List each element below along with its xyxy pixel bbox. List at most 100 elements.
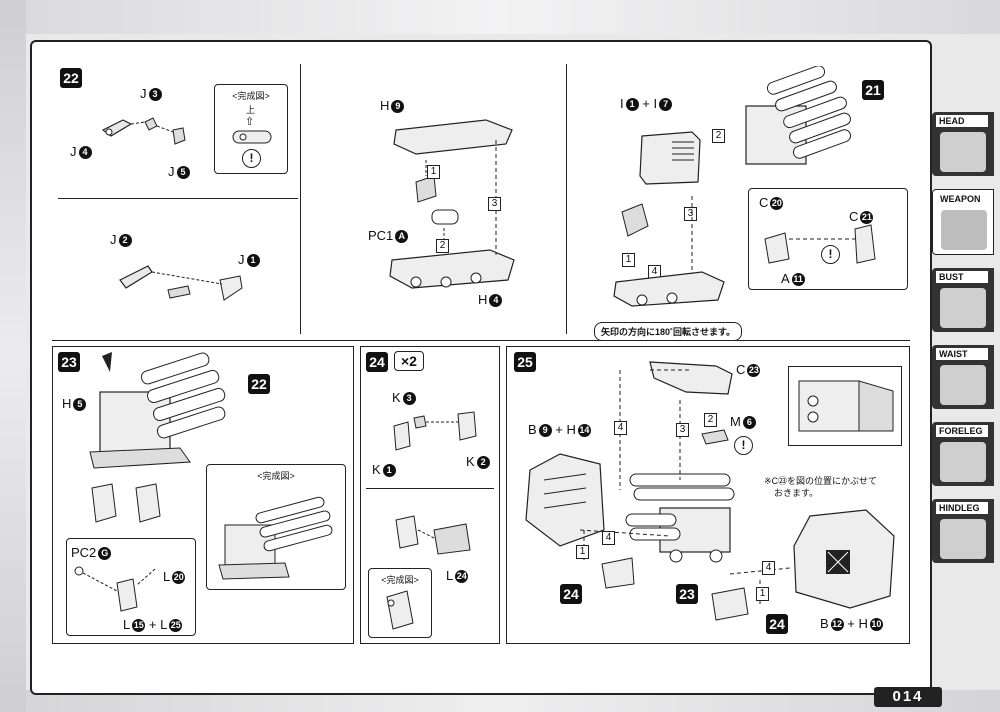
part-diagram-j-arm bbox=[101, 117, 186, 145]
step-number-24: 24 bbox=[366, 352, 388, 372]
sequence-2: 2 bbox=[704, 410, 717, 427]
up-arrow-icon: ⇧ bbox=[245, 116, 255, 128]
sequence-4: 4 bbox=[602, 528, 615, 545]
reference-step-23: 23 bbox=[676, 584, 698, 604]
sequence-3: 3 bbox=[488, 194, 501, 211]
sequence-1: 1 bbox=[576, 542, 589, 559]
reference-step-22: 22 bbox=[248, 374, 270, 394]
waist-thumbnail-icon bbox=[940, 365, 986, 405]
section-sidebar: HEAD WEAPON BUST WAIST FORELEG HINDLEG bbox=[932, 112, 994, 576]
divider bbox=[300, 64, 301, 334]
warning-icon: ! bbox=[821, 245, 840, 264]
warning-icon: ! bbox=[734, 436, 753, 455]
step-number-22: 22 bbox=[60, 68, 82, 88]
sidebar-tab-label: WEAPON bbox=[937, 193, 989, 205]
foreleg-thumbnail-icon bbox=[940, 442, 986, 482]
page-number: 014 bbox=[874, 687, 942, 707]
placement-note-line1: ※C㉓を図の位置にかぶせて bbox=[764, 476, 878, 486]
part-diagram-box-panel bbox=[639, 131, 701, 185]
hindleg-thumbnail-icon bbox=[940, 519, 986, 559]
sidebar-tab-waist[interactable]: WAIST bbox=[932, 345, 994, 409]
head-thumbnail-icon bbox=[940, 132, 986, 172]
sidebar-tab-label: HEAD bbox=[936, 115, 988, 127]
sequence-2: 2 bbox=[712, 126, 725, 143]
sequence-4: 4 bbox=[762, 558, 775, 575]
part-diagram-legs bbox=[91, 483, 161, 523]
divider bbox=[566, 64, 567, 334]
reference-step-24: 24 bbox=[766, 614, 788, 634]
completion-claw-diagram bbox=[386, 590, 414, 630]
sequence-3: 3 bbox=[676, 420, 689, 437]
assembly-guide-lines bbox=[579, 369, 791, 604]
background-stripe bbox=[0, 0, 26, 712]
part-diagram-claw-left bbox=[601, 557, 635, 589]
sequence-4: 4 bbox=[648, 262, 661, 279]
sidebar-tab-head[interactable]: HEAD bbox=[932, 112, 994, 176]
reference-step-21: 21 bbox=[862, 80, 884, 100]
completion-part-diagram bbox=[232, 130, 272, 144]
sequence-1: 1 bbox=[427, 162, 440, 179]
warning-icon: ! bbox=[242, 149, 261, 168]
sidebar-tab-label: BUST bbox=[936, 271, 988, 283]
up-label: 上 bbox=[246, 105, 256, 115]
sidebar-tab-label: HINDLEG bbox=[936, 502, 988, 514]
step-number-23: 23 bbox=[58, 352, 80, 372]
completion-weapon-diagram bbox=[218, 496, 333, 580]
weapon-thumbnail-icon bbox=[941, 210, 987, 250]
completion-view-title: <完成図> bbox=[257, 471, 295, 481]
completion-view-box: <完成図> bbox=[368, 568, 432, 638]
part-diagram-assembly-base bbox=[613, 196, 725, 307]
completion-view-box: <完成図> bbox=[206, 464, 346, 590]
part-diagram-claw bbox=[395, 515, 471, 555]
part-diagram-weapon-body bbox=[89, 352, 226, 469]
quantity-multiplier: ×2 bbox=[394, 351, 424, 371]
part-diagram-clamps bbox=[764, 224, 876, 264]
background-stripe bbox=[0, 690, 1000, 712]
sidebar-tab-bust[interactable]: BUST bbox=[932, 268, 994, 332]
sidebar-tab-hindleg[interactable]: HINDLEG bbox=[932, 499, 994, 563]
part-diagram-side-plate-right bbox=[793, 509, 895, 609]
completion-view-title: <完成図> bbox=[232, 91, 270, 101]
divider bbox=[366, 488, 494, 489]
completion-view-box: <完成図> 上 ⇧ ! bbox=[214, 84, 288, 174]
detail-view-box bbox=[788, 366, 902, 446]
background-stripe bbox=[0, 0, 1000, 34]
sidebar-tab-foreleg[interactable]: FORELEG bbox=[932, 422, 994, 486]
bust-thumbnail-icon bbox=[940, 288, 986, 328]
sequence-4: 4 bbox=[614, 418, 627, 435]
rotate-instruction-note: 矢印の方向に180˚回転させます。 bbox=[594, 322, 743, 341]
part-diagram-cover-plate bbox=[649, 361, 733, 395]
part-diagram-j-assembly bbox=[119, 265, 243, 301]
divider bbox=[58, 198, 298, 199]
part-diagram-m6 bbox=[701, 429, 729, 445]
reference-step-24: 24 bbox=[560, 584, 582, 604]
sidebar-tab-weapon[interactable]: WEAPON bbox=[932, 189, 994, 255]
sequence-3: 3 bbox=[684, 204, 697, 221]
sequence-1: 1 bbox=[622, 250, 635, 267]
sidebar-tab-label: FORELEG bbox=[936, 425, 988, 437]
